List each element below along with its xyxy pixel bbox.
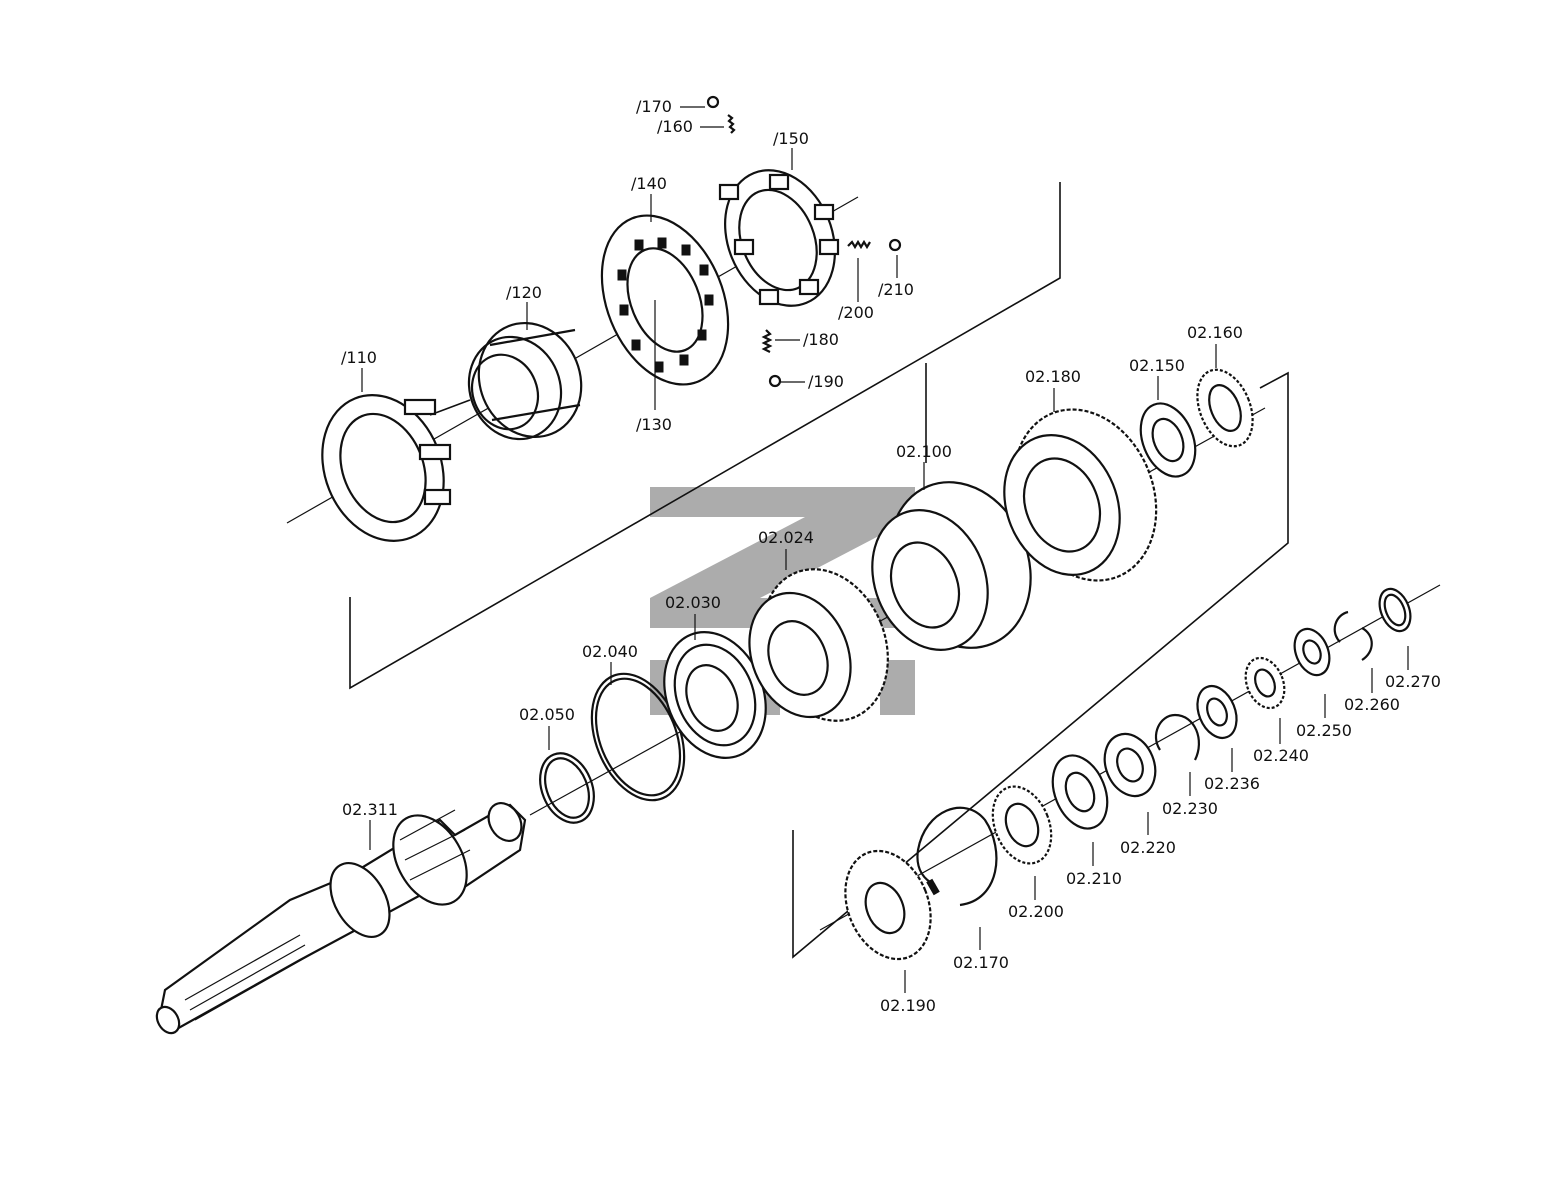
label-02-250: 02.250 xyxy=(1296,721,1352,740)
label-150: /150 xyxy=(773,129,809,148)
part-02-150-washer xyxy=(1139,402,1197,478)
part-02-180-helical-gear xyxy=(1003,408,1158,582)
label-120: /120 xyxy=(506,283,542,302)
label-02-050: 02.050 xyxy=(519,705,575,724)
label-02-260: 02.260 xyxy=(1344,695,1400,714)
part-02-210-washer xyxy=(1051,754,1109,830)
label-110: /110 xyxy=(341,348,377,367)
part-210-pin xyxy=(888,238,902,252)
part-120-clutch-hub xyxy=(467,321,583,441)
label-02-040: 02.040 xyxy=(582,642,638,661)
label-02-100: 02.100 xyxy=(896,442,952,461)
label-02-170: 02.170 xyxy=(953,953,1009,972)
label-160: /160 xyxy=(657,117,693,136)
label-02-200: 02.200 xyxy=(1008,902,1064,921)
label-02-220: 02.220 xyxy=(1120,838,1176,857)
label-170: /170 xyxy=(636,97,672,116)
label-02-270: 02.270 xyxy=(1385,672,1441,691)
label-02-311: 02.311 xyxy=(342,800,398,819)
part-02-311-main-shaft xyxy=(155,802,527,1035)
part-160-spring xyxy=(727,114,736,134)
part-150-cage xyxy=(718,169,840,307)
part-02-050-snap-ring xyxy=(539,752,595,824)
part-200-spring xyxy=(847,239,871,250)
label-02-236: 02.236 xyxy=(1204,774,1260,793)
label-02-230: 02.230 xyxy=(1162,799,1218,818)
part-110-carrier-ring xyxy=(321,394,471,542)
part-02-190-gear xyxy=(844,849,932,961)
label-200: /200 xyxy=(838,303,874,322)
label-02-240: 02.240 xyxy=(1253,746,1309,765)
label-02-024: 02.024 xyxy=(758,528,814,547)
label-02-210: 02.210 xyxy=(1066,869,1122,888)
label-140: /140 xyxy=(631,174,667,193)
part-02-250-washer xyxy=(1293,627,1331,677)
label-02-180: 02.180 xyxy=(1025,367,1081,386)
part-02-170-snap-ring xyxy=(916,806,998,907)
assembly-frame-upper xyxy=(349,182,1061,690)
part-190-pin xyxy=(768,374,782,388)
part-02-220-bearing xyxy=(1103,732,1157,798)
part-02-270-ring xyxy=(1378,587,1412,633)
label-210: /210 xyxy=(878,280,914,299)
part-02-230-snap-ring xyxy=(1154,713,1200,761)
label-130: /130 xyxy=(636,415,672,434)
label-180: /180 xyxy=(803,330,839,349)
assembly-frame-lower xyxy=(792,371,1289,959)
part-02-100-synchro-body xyxy=(871,481,1032,651)
label-02-150: 02.150 xyxy=(1129,356,1185,375)
part-180-spring xyxy=(761,329,773,353)
part-02-260-half-rings xyxy=(1333,610,1373,661)
label-02-030: 02.030 xyxy=(665,593,721,612)
part-02-236-washer xyxy=(1196,684,1238,740)
part-140-plate xyxy=(600,214,730,386)
part-02-024-helical-gear xyxy=(748,568,889,722)
part-02-200-needle-bearing xyxy=(991,785,1053,865)
label-190: /190 xyxy=(808,372,844,391)
part-170-pin xyxy=(706,95,720,109)
part-labels: /110 /120 /130 /140 /150 /160 /170 /180 … xyxy=(341,97,1441,1015)
part-02-240-needle-bearing xyxy=(1244,656,1286,710)
part-02-160-needle-bearing xyxy=(1196,368,1254,448)
label-02-160: 02.160 xyxy=(1187,323,1243,342)
leader-lines xyxy=(361,106,1409,993)
label-02-190: 02.190 xyxy=(880,996,936,1015)
